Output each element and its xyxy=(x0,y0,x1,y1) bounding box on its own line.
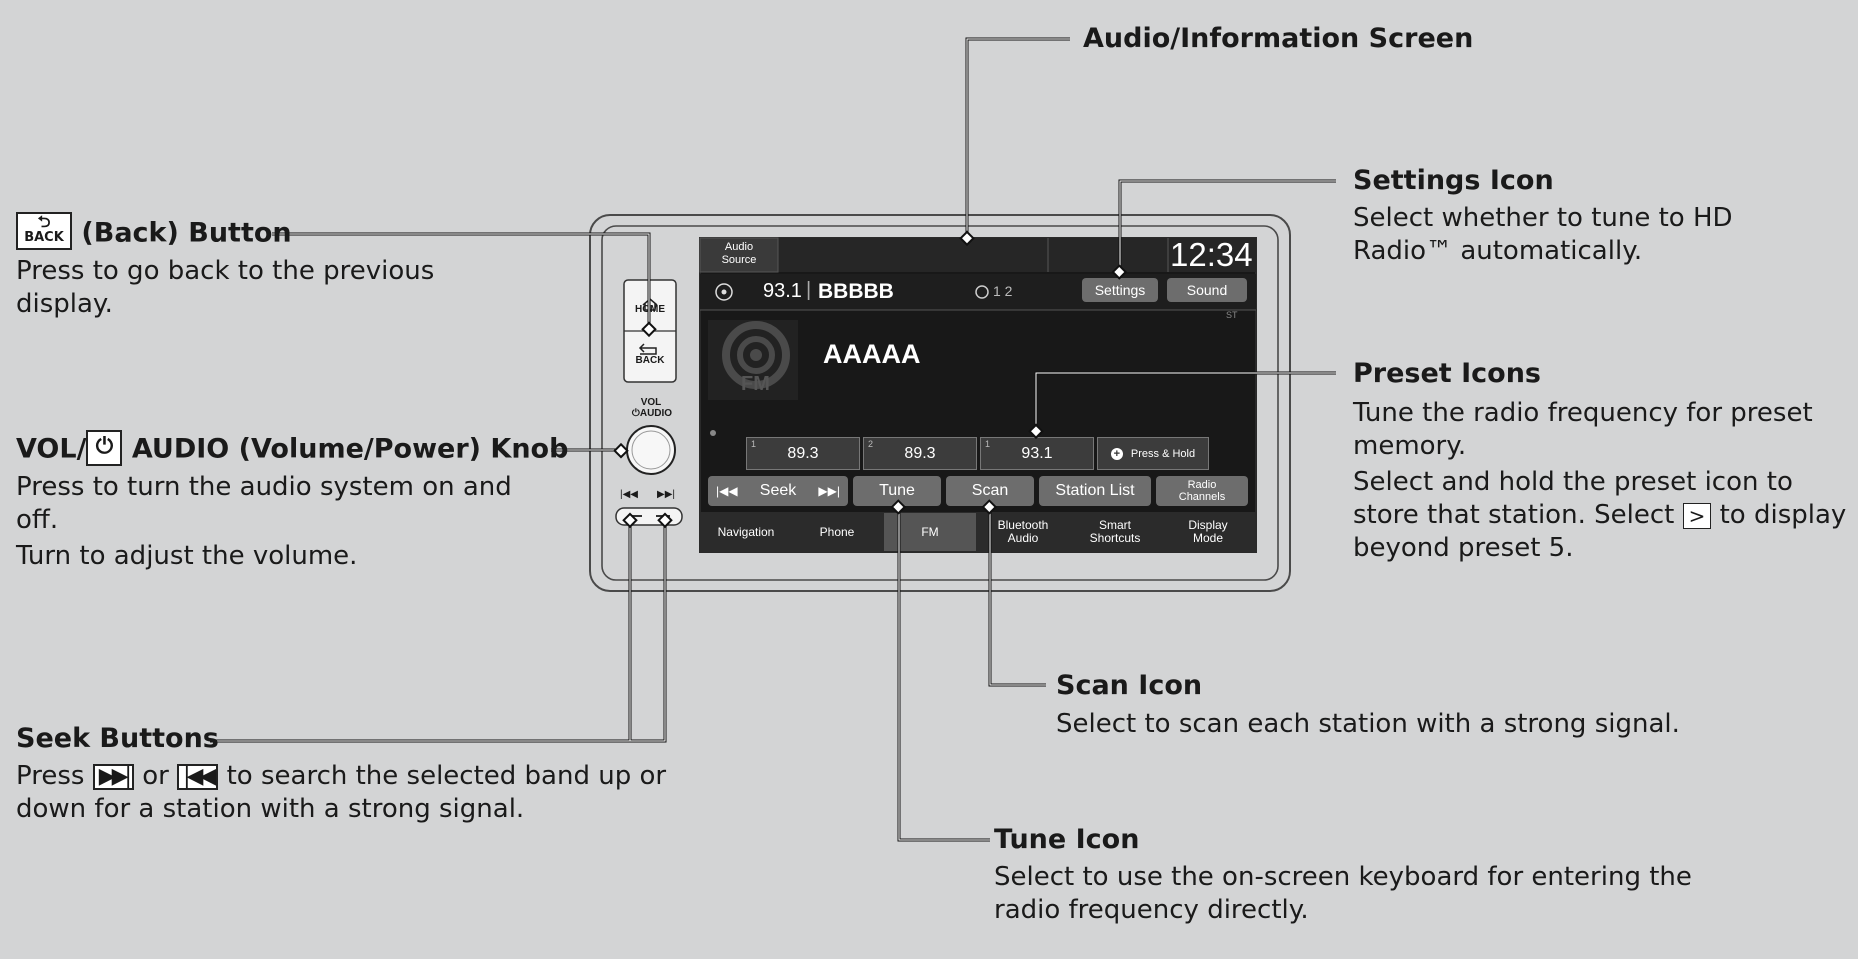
scan-icon-desc: Select to scan each station with a stron… xyxy=(1056,709,1680,739)
seek-forward-icon[interactable]: ▶▶| xyxy=(818,484,840,498)
broadcast-icon xyxy=(715,283,733,301)
power-icon: ⏻ xyxy=(631,408,640,419)
back-button-title: ⮌BACK (Back) Button xyxy=(16,212,292,253)
seek-back-key-icon: |◀◀ xyxy=(177,763,219,790)
preset-1-freq: 89.3 xyxy=(787,444,819,462)
preset-2-hd: 2 xyxy=(868,439,874,449)
vol-knob-title: VOL/⏻ AUDIO (Volume/Power) Knob xyxy=(16,430,569,468)
seek-label: Seek xyxy=(759,482,797,499)
sound-button[interactable]: Sound xyxy=(1167,278,1247,302)
preset-icons-title: Preset Icons xyxy=(1353,358,1541,389)
clock: 12:34 xyxy=(1170,236,1253,273)
vol-knob-desc-1: Press to turn the audio system on and of… xyxy=(16,472,512,535)
seek-forward-key-icon: ▶▶| xyxy=(92,763,134,790)
seek-desc-b: to search the selected band up or down f… xyxy=(16,761,667,824)
tune-icon-desc: Select to use the on-screen keyboard for… xyxy=(994,862,1692,925)
next-page-key-icon: > xyxy=(1682,502,1712,529)
settings-button[interactable]: Settings xyxy=(1082,278,1158,302)
seek-next-label: ▶▶| xyxy=(657,489,675,500)
vol-knob-desc-2: Turn to adjust the volume. xyxy=(16,541,358,571)
vol-label: VOL xyxy=(640,397,662,408)
freq-divider: | xyxy=(806,279,812,301)
seek-buttons-desc: Press ▶▶| or |◀◀ to search the selected … xyxy=(16,760,721,826)
song-title: AAAAA xyxy=(823,339,921,369)
press-hold-label: Press & Hold xyxy=(1130,447,1196,460)
tab-display-mode[interactable]: Display Mode xyxy=(1162,513,1254,551)
seek-desc-or: or xyxy=(142,761,169,791)
vol-knob-desc: Press to turn the audio system on and of… xyxy=(16,471,561,573)
station-name: BBBBB xyxy=(818,280,894,303)
seek-back-icon[interactable]: |◀◀ xyxy=(716,484,738,498)
back-icon xyxy=(638,343,657,355)
preset-icons-desc-2b: to display beyond preset 5. xyxy=(1353,500,1847,563)
preset-3-freq: 93.1 xyxy=(1021,444,1053,462)
audio-source-label[interactable]: Audio Source xyxy=(721,241,757,266)
tune-icon-title: Tune Icon xyxy=(994,824,1140,855)
audio-label-text: AUDIO xyxy=(639,408,673,419)
radio-channels-button[interactable]: Radio Channels xyxy=(1156,476,1248,506)
preset-add-button[interactable]: + Press & Hold xyxy=(1097,437,1209,470)
preset-2[interactable]: 2 89.3 xyxy=(863,437,977,470)
vol-knob-title-a: VOL/ xyxy=(16,433,87,465)
seek-buttons-title: Seek Buttons xyxy=(16,723,219,754)
back-button-label[interactable]: BACK xyxy=(635,355,665,366)
vol-knob-title-b: AUDIO (Volume/Power) Knob xyxy=(131,433,569,465)
audio-label: ⏻AUDIO xyxy=(626,408,678,419)
preset-1-hd: 1 xyxy=(751,439,757,449)
seek-prev-label: |◀◀ xyxy=(620,489,638,500)
station-list-button[interactable]: Station List xyxy=(1039,476,1151,506)
scan-icon-title: Scan Icon xyxy=(1056,670,1203,701)
frequency: 93.1 xyxy=(763,280,802,302)
settings-icon-title: Settings Icon xyxy=(1353,165,1554,196)
back-button-desc: Press to go back to the previous display… xyxy=(16,256,435,319)
stereo-indicator: ST xyxy=(1226,310,1238,320)
audio-screen-title: Audio/Information Screen xyxy=(1083,23,1474,54)
tab-phone[interactable]: Phone xyxy=(792,513,882,551)
preset-1[interactable]: 1 89.3 xyxy=(746,437,860,470)
preset-icons-desc-2a: Select and hold the preset icon to store… xyxy=(1353,467,1793,530)
tab-bluetooth-audio[interactable]: Bluetooth Audio xyxy=(978,513,1068,551)
back-button-title-text: (Back) Button xyxy=(81,217,292,249)
preset-icons-desc-1: Tune the radio frequency for preset memo… xyxy=(1353,398,1813,461)
preset-icons-desc: Tune the radio frequency for preset memo… xyxy=(1353,397,1848,565)
power-key-icon: ⏻ xyxy=(86,430,123,466)
back-key-icon: ⮌BACK xyxy=(16,212,72,250)
fm-badge: FM xyxy=(741,373,770,395)
seek-desc-a: Press xyxy=(16,761,85,791)
plus-icon: + xyxy=(1110,447,1123,460)
tab-navigation[interactable]: Navigation xyxy=(702,513,790,551)
seek-control[interactable]: |◀◀ Seek ▶▶| xyxy=(708,476,848,506)
preset-3-hd: 1 xyxy=(985,439,991,449)
tab-smart-shortcuts[interactable]: Smart Shortcuts xyxy=(1070,513,1160,551)
back-key-text: BACK xyxy=(24,230,64,245)
settings-icon-desc: Select whether to tune to HD Radio™ auto… xyxy=(1353,203,1733,266)
preset-2-freq: 89.3 xyxy=(904,444,936,462)
hd-radio-icon xyxy=(975,285,989,299)
preset-3[interactable]: 1 93.1 xyxy=(980,437,1094,470)
hd-channels: 1 2 xyxy=(993,283,1013,299)
